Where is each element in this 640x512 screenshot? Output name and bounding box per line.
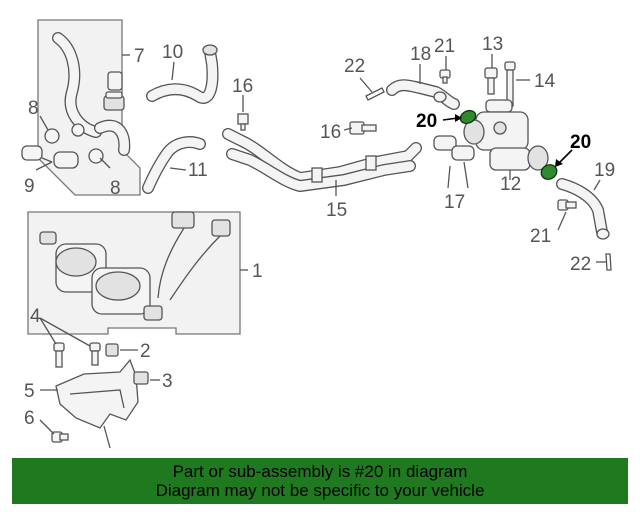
callout-2: 2: [140, 341, 151, 362]
hose-11: [142, 136, 206, 194]
callout-6: 6: [24, 408, 35, 429]
callout-9: 9: [24, 176, 35, 197]
hose-10: [146, 44, 219, 104]
gasket-20-upper: [459, 109, 477, 125]
clamps-and-sleeves: [21, 123, 104, 169]
callout-22-right: 22: [570, 254, 591, 275]
callout-13: 13: [482, 34, 503, 55]
callout-5: 5: [24, 381, 35, 402]
callout-11: 11: [188, 160, 208, 181]
hose-19: [556, 178, 610, 240]
arrow-20-upper: [442, 114, 462, 122]
bolt-16-lower: [349, 121, 377, 135]
callout-14: 14: [534, 71, 556, 92]
bolt-6: [51, 431, 69, 443]
callout-21-right: 21: [530, 226, 551, 247]
callout-16-lower: 16: [320, 122, 341, 143]
callout-19: 19: [594, 160, 615, 181]
bolts-4: [53, 342, 101, 368]
parts-diagram: 7 10 8 9 8 11 16 16 15 22 18 21 13 14 20…: [21, 19, 615, 449]
pipe-assembly-15: [222, 128, 422, 192]
hose-18: [386, 79, 460, 110]
leader-lines: [35, 54, 606, 435]
sleeves-17: [433, 135, 475, 161]
bracket-5: [55, 358, 139, 449]
arrow-20-right: [555, 149, 573, 167]
callout-8-upper: 8: [28, 98, 39, 119]
air-pump-assembly-1: [27, 211, 241, 335]
callout-16-upper: 16: [232, 76, 253, 97]
callout-7: 7: [134, 46, 145, 67]
pin-22-top: [365, 87, 385, 101]
callout-15: 15: [326, 200, 347, 221]
bolt-21-top: [439, 69, 451, 84]
hose-kit-group-7: [37, 19, 141, 196]
diagram-notice-banner: Part or sub-assembly is #20 in diagram D…: [12, 458, 628, 504]
nut-2: [105, 343, 119, 357]
banner-line-part-number: Part or sub-assembly is #20 in diagram: [172, 462, 468, 481]
valve-12: [463, 99, 549, 171]
callout-1: 1: [252, 261, 263, 282]
gasket-20-right: [540, 164, 558, 180]
nut-3: [133, 371, 149, 385]
callout-18: 18: [410, 44, 431, 65]
callout-10: 10: [162, 42, 183, 63]
callout-4: 4: [30, 306, 41, 327]
bolt-16-upper: [237, 113, 249, 131]
callout-20-upper: 20: [416, 111, 437, 132]
callout-21-top: 21: [434, 36, 455, 57]
callout-12: 12: [500, 174, 521, 195]
callout-20-right: 20: [570, 132, 591, 153]
callout-22-top: 22: [344, 56, 365, 77]
bolt-21-right: [557, 199, 577, 211]
pin-22-right: [605, 253, 612, 271]
banner-line-disclaimer: Diagram may not be specific to your vehi…: [155, 481, 485, 500]
callout-3: 3: [162, 371, 173, 392]
callout-8-lower: 8: [110, 178, 121, 199]
callout-17: 17: [444, 192, 465, 213]
